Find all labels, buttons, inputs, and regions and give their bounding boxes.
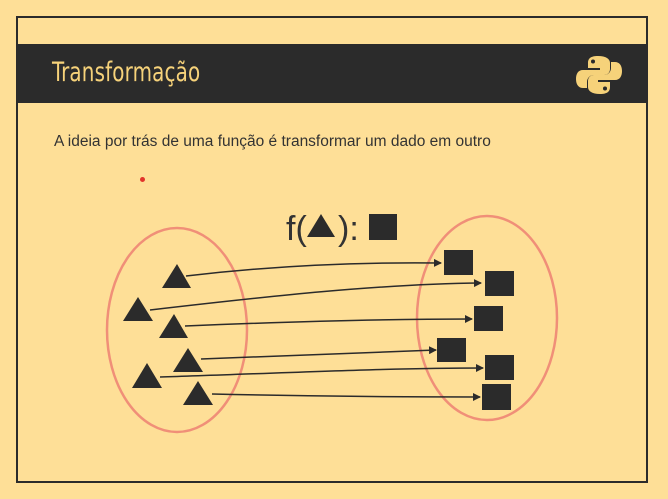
- triangle-icon: [123, 297, 153, 321]
- mapping-arrows: [149, 258, 484, 401]
- laser-pointer-dot: [140, 177, 145, 182]
- triangle-icon: [173, 348, 203, 372]
- square-icon: [444, 250, 473, 275]
- slide-subtitle: A ideia por trás de uma função é transfo…: [54, 133, 491, 150]
- slide-title: Transformação: [52, 57, 201, 88]
- triangle-icon: [159, 314, 188, 338]
- title-bar: [16, 44, 648, 103]
- formula-triangle-icon: [307, 214, 335, 237]
- mapping-arrow: [149, 279, 482, 311]
- python-icon: [576, 56, 622, 94]
- triangle-icon: [162, 264, 191, 288]
- codomain-items: [437, 250, 514, 410]
- domain-items: [123, 264, 213, 405]
- triangle-icon: [132, 363, 162, 388]
- square-icon: [437, 338, 466, 362]
- domain-ellipse: [105, 226, 249, 434]
- square-icon: [485, 271, 514, 296]
- mapping-arrow: [159, 364, 484, 378]
- slide-frame: [16, 16, 648, 483]
- mapping-arrow: [185, 258, 442, 277]
- mapping-arrow: [184, 315, 473, 327]
- formula-square-icon: [369, 214, 397, 240]
- square-icon: [485, 355, 514, 380]
- codomain-ellipse: [415, 214, 559, 422]
- formula-prefix: f(: [286, 210, 307, 248]
- triangle-icon: [183, 381, 213, 405]
- square-icon: [482, 384, 511, 410]
- formula-suffix: ):: [338, 210, 359, 248]
- square-icon: [474, 306, 503, 331]
- mapping-arrow: [211, 392, 481, 401]
- mapping-arrow: [200, 346, 437, 360]
